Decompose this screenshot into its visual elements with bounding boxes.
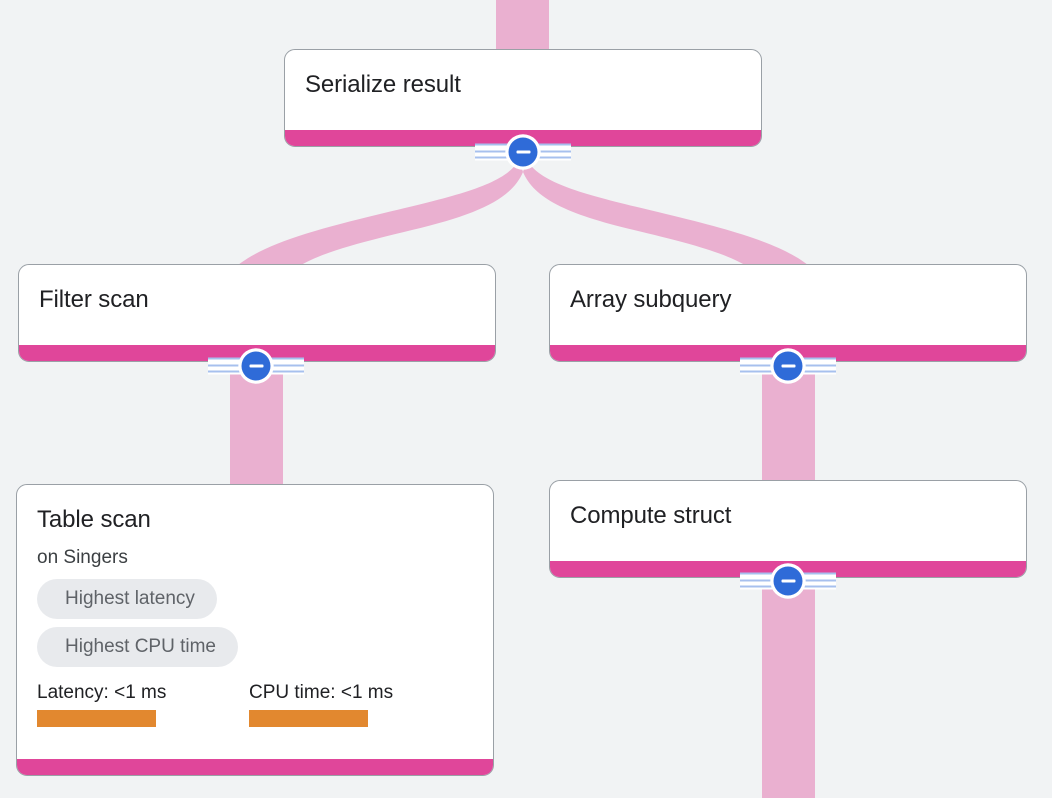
edge-filter-scan-to-table-scan (230, 372, 283, 490)
node-table-scan[interactable]: Table scan on Singers Highest latency Hi… (16, 484, 494, 776)
node-title: Filter scan (39, 286, 149, 313)
node-title: Serialize result (305, 71, 461, 98)
metric-latency: Latency: <1 ms (37, 681, 249, 727)
node-body: Table scan on Singers Highest latency Hi… (17, 485, 493, 759)
node-metric-group: Latency: <1 ms CPU time: <1 ms (37, 681, 473, 727)
node-body: Array subquery (550, 265, 1026, 345)
metric-cpu-time-bar (249, 710, 368, 727)
node-filter-scan[interactable]: Filter scan (18, 264, 496, 362)
chip-highest-cpu-time[interactable]: Highest CPU time (37, 627, 238, 667)
node-body: Filter scan (19, 265, 495, 345)
node-title: Array subquery (570, 286, 732, 313)
edge-array-subquery-to-compute-struct (762, 372, 815, 486)
node-body: Serialize result (285, 50, 761, 130)
chip-highest-latency[interactable]: Highest latency (37, 579, 217, 619)
node-compute-struct[interactable]: Compute struct (549, 480, 1027, 578)
metric-latency-bar (37, 710, 156, 727)
minus-icon[interactable] (508, 137, 538, 167)
minus-icon[interactable] (773, 351, 803, 381)
node-body: Compute struct (550, 481, 1026, 561)
node-chip-group: Highest latency Highest CPU time (37, 579, 238, 667)
minus-icon[interactable] (773, 566, 803, 596)
node-footer-bar (17, 759, 493, 775)
node-title: Table scan (37, 506, 151, 533)
collapse-toggle-array-subquery[interactable] (740, 351, 836, 381)
node-serialize-result[interactable]: Serialize result (284, 49, 762, 147)
collapse-toggle-compute-struct[interactable] (740, 566, 836, 596)
edge-into-serialize-result (496, 0, 549, 52)
metric-cpu-time-label: CPU time: <1 ms (249, 682, 394, 703)
edge-compute-struct-to-below (762, 587, 815, 798)
collapse-toggle-serialize-result[interactable] (475, 137, 571, 167)
node-array-subquery[interactable]: Array subquery (549, 264, 1027, 362)
collapse-toggle-filter-scan[interactable] (208, 351, 304, 381)
minus-icon[interactable] (241, 351, 271, 381)
metric-cpu-time: CPU time: <1 ms (249, 681, 461, 727)
node-title: Compute struct (570, 502, 732, 529)
node-subtitle: on Singers (37, 547, 128, 568)
metric-latency-label: Latency: <1 ms (37, 682, 167, 703)
